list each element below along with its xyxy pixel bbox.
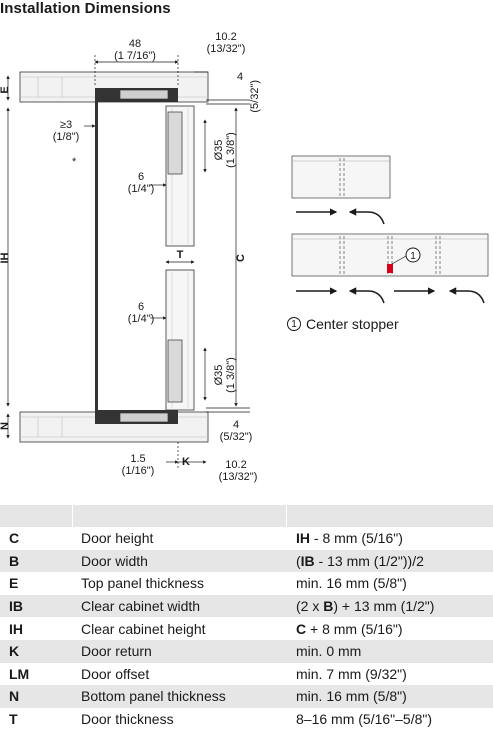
dim-1-8-label: (1/8") [53, 131, 80, 143]
dimension-code: N [9, 688, 20, 705]
dim-1-3-8-bottom-label: (1 3/8") [225, 357, 237, 393]
spec-text: min. 0 mm [296, 643, 362, 660]
table-row: N Bottom panel thickness min. 16 mm (5/8") [0, 685, 493, 708]
dimension-specification: (2 x B) + 13 mm (1/2") [286, 595, 493, 618]
center-stopper-marker [387, 264, 393, 273]
table-row: T Door thickness 8–16 mm (5/16"–5/8") [0, 708, 493, 730]
dim-5-32-bottom-label: (5/32") [220, 431, 253, 443]
dimension-description: Bottom panel thickness [81, 688, 226, 705]
dimension-specification: min. 16 mm (5/8") [286, 685, 493, 708]
dim-1-4-bottom-label: (1/4") [128, 313, 155, 325]
dim-35-top-label: Ø35 [213, 140, 225, 161]
label-C: C [235, 254, 247, 262]
legend-text: Center stopper [306, 316, 399, 332]
dimension-specification: C + 8 mm (5/16") [286, 617, 493, 640]
dimension-description: Clear cabinet width [81, 598, 201, 615]
table-row: B Door width (IB - 13 mm (1/2"))/2 [0, 549, 493, 573]
table-row: IB Clear cabinet width (2 x B) + 13 mm (1/… [0, 594, 493, 618]
dim-5-32-top-label: (5/32") [249, 80, 261, 113]
dimension-code: K [9, 643, 20, 660]
dim-48-inch-label: (1 7/16") [114, 50, 156, 62]
label-N: N [0, 422, 11, 430]
spec-code-bold: IH [296, 530, 310, 547]
spec-text: - 8 mm (5/16") [310, 530, 403, 547]
dim-6-top-label: 6 [138, 171, 144, 183]
label-E: E [0, 86, 11, 93]
table-row: LM Door offset min. 7 mm (9/32") [0, 663, 493, 686]
installation-diagram: 48 (1 7/16") 10.2 (13/32") 4 (5/32") ≥3 … [0, 31, 489, 483]
dimension-code: IH [9, 620, 23, 637]
dimension-description: Door width [81, 552, 148, 569]
spec-text: min. 7 mm (9/32") [296, 665, 407, 682]
dim-13-32-top-label: (13/32") [207, 43, 246, 55]
table-row: C Door height IH - 8 mm (5/16") [0, 527, 493, 550]
dimension-code: LM [9, 665, 30, 682]
spec-text: ( [296, 552, 301, 569]
dim-4-top-label: 4 [237, 71, 243, 83]
dimension-description: Door offset [81, 665, 150, 682]
spec-text: min. 16 mm (5/8") [296, 688, 407, 705]
label-K: K [182, 456, 190, 468]
spec-code-bold: C [296, 620, 307, 637]
table-header-row [0, 505, 493, 527]
dimension-code: T [9, 711, 18, 728]
dimension-specification: IH - 8 mm (5/16") [286, 527, 493, 550]
dimension-description: Top panel thickness [81, 575, 204, 592]
dimension-description: Door height [81, 530, 154, 547]
two-door-schematic [291, 155, 391, 225]
spec-code-bold: B [323, 598, 334, 615]
dimension-code: C [9, 530, 20, 547]
dim-48-label: 48 [129, 38, 141, 50]
four-door-schematic: 1 [291, 233, 489, 304]
dimension-specification: min. 0 mm [286, 640, 493, 663]
spec-text: min. 16 mm (5/8") [296, 575, 407, 592]
dimension-specification: (IB - 13 mm (1/2"))/2 [286, 550, 493, 573]
dimension-description: Clear cabinet height [81, 620, 206, 637]
asterisk-mark: * [72, 156, 77, 168]
hinge-profile [95, 88, 183, 424]
dim-35-bottom-label: Ø35 [213, 365, 225, 386]
label-T: T [177, 249, 184, 261]
label-IH: IH [0, 252, 11, 263]
dim-1-3-8-top-label: (1 3/8") [225, 132, 237, 168]
dimension-specification: min. 16 mm (5/8") [286, 572, 493, 595]
callout-circle [405, 247, 421, 263]
dim-1-5-label: 1.5 [130, 453, 145, 465]
dimension-code: IB [9, 598, 23, 615]
spec-code-bold: IB [300, 552, 315, 569]
dim-1-4-top-label: (1/4") [128, 183, 155, 195]
spec-text: + 8 mm (5/16") [306, 620, 403, 637]
dim-4-bottom-label: 4 [233, 419, 239, 431]
table-row: IH Clear cabinet height C + 8 mm (5/16") [0, 617, 493, 640]
legend: 1 Center stopper [287, 316, 399, 332]
dim-13-32-bottom-label: (13/32") [219, 471, 258, 483]
spec-text: 8–16 mm (5/16"–5/8") [296, 711, 433, 728]
table-row: E Top panel thickness min. 16 mm (5/8") [0, 572, 493, 595]
dim-1-16-label: (1/16") [122, 465, 155, 477]
dimension-description: Door return [81, 643, 152, 660]
dimension-specification: 8–16 mm (5/16"–5/8") [286, 708, 493, 730]
callout-number: 1 [410, 251, 416, 262]
spec-text: - 13 mm (1/2"))/2 [314, 552, 424, 569]
dim-10-2-bottom-label: 10.2 [225, 459, 246, 471]
dimension-specification: min. 7 mm (9/32") [286, 663, 493, 686]
dimension-description: Door thickness [81, 711, 174, 728]
dimension-code: B [9, 552, 20, 569]
spec-text: (2 x [296, 598, 324, 615]
diagram-title: Installation Dimensions [0, 0, 171, 17]
spec-text: ) + 13 mm (1/2") [333, 598, 435, 615]
dim-ge3-label: ≥3 [60, 119, 72, 131]
legend-number-circle: 1 [287, 317, 301, 331]
dimension-code: E [9, 575, 19, 592]
dim-6-bottom-label: 6 [138, 301, 144, 313]
dim-10-2-top-label: 10.2 [215, 31, 236, 43]
table-row: K Door return min. 0 mm [0, 639, 493, 663]
